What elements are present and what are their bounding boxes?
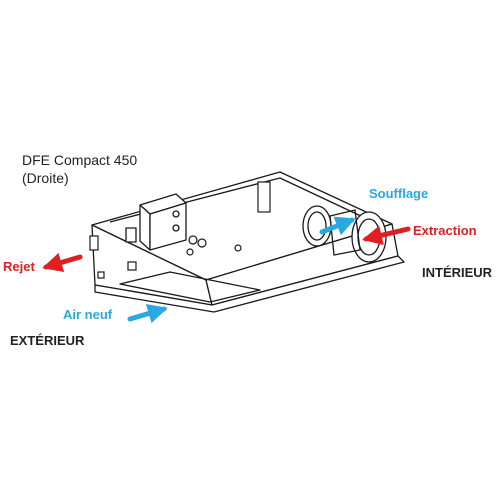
unit-base-plate	[94, 255, 405, 313]
soufflage-arrow	[319, 216, 356, 236]
air-neuf-arrow	[127, 303, 168, 324]
unit-fixtures	[89, 181, 271, 279]
control-box	[125, 193, 187, 251]
rejet-label: Rejet	[3, 259, 35, 274]
diagram-subtitle: (Droite)	[22, 170, 69, 186]
extraction-label: Extraction	[413, 223, 477, 238]
unit-bottom-panel	[119, 271, 261, 303]
unit-body	[91, 171, 405, 313]
diagram-title: DFE Compact 450	[22, 152, 138, 168]
interieur-zone-label: INTÉRIEUR	[422, 265, 493, 280]
exterieur-zone-label: EXTÉRIEUR	[10, 333, 85, 348]
rejet-arrow	[42, 252, 83, 273]
air-neuf-label: Air neuf	[63, 307, 113, 322]
extraction-arrow	[362, 225, 411, 246]
soufflage-label: Soufflage	[369, 186, 429, 201]
